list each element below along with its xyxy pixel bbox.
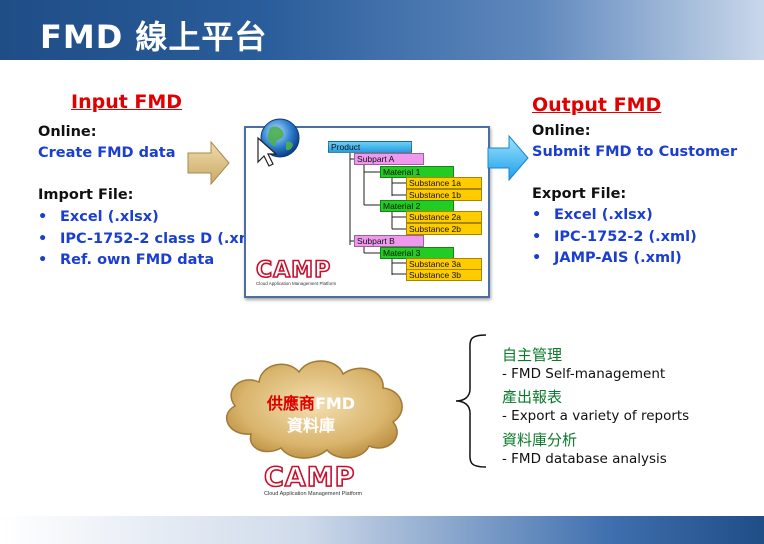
cloud-icon [225, 360, 403, 459]
tree-node-substance-2b: Substance 2b [406, 223, 482, 235]
tree-node-product: Product [328, 141, 412, 153]
arrow-right-icon [487, 134, 529, 182]
output-fmd-title: Output FMD [532, 94, 662, 116]
title-bar: FMD 線上平台 [0, 0, 764, 60]
list-item: •JAMP-AIS (.xml) [532, 250, 682, 266]
tree-node-substance-3b: Substance 3b [406, 269, 482, 281]
input-fmd-title: Input FMD [71, 91, 183, 113]
import-file-label: Import File: [38, 187, 134, 203]
list-item: •IPC-1752-2 class D (.xml) [38, 230, 266, 247]
export-file-label: Export File: [532, 186, 627, 202]
tree-node-subpart-a: Subpart A [354, 153, 424, 165]
feature-desc: - Export a variety of reports [502, 408, 690, 424]
supplier-fmd-database-label: 供應商FMD 資料庫 [266, 394, 356, 435]
feature-desc: - FMD Self-management [502, 366, 666, 382]
create-fmd-data-link[interactable]: Create FMD data [38, 145, 176, 161]
globe-cursor-icon [257, 118, 300, 167]
output-online-label: Online: [532, 123, 591, 139]
list-item: •Excel (.xlsx) [38, 209, 159, 225]
list-item: •Ref. own FMD data [38, 252, 215, 268]
input-online-label: Online: [38, 124, 97, 140]
camp-logo: CAMP Cloud Application Management Platfo… [255, 257, 337, 286]
page-title: FMD 線上平台 [40, 18, 268, 56]
tree-node-substance-2a: Substance 2a [406, 211, 482, 223]
list-item: •Excel (.xlsx) [532, 207, 653, 223]
tree-node-substance-1a: Substance 1a [406, 177, 482, 189]
arrow-right-icon [187, 140, 230, 186]
brace-icon [455, 334, 487, 468]
camp-logo-bottom: CAMP Cloud Application Management Platfo… [263, 461, 363, 497]
feature-title: 產出報表 [502, 388, 563, 406]
tree-node-subpart-b: Subpart B [354, 235, 424, 247]
footer-bar [0, 516, 764, 544]
feature-title: 資料庫分析 [502, 431, 578, 449]
export-file-list: •Excel (.xlsx) •IPC-1752-2 (.xml) •JAMP-… [532, 207, 697, 272]
import-file-list: •Excel (.xlsx) •IPC-1752-2 class D (.xml… [38, 209, 265, 274]
feature-desc: - FMD database analysis [502, 451, 667, 467]
list-item: •IPC-1752-2 (.xml) [532, 228, 697, 245]
fmd-tree-diagram: Product Subpart A Material 1 Substance 1… [244, 118, 490, 298]
submit-fmd-link[interactable]: Submit FMD to Customer [532, 144, 738, 160]
feature-title: 自主管理 [502, 346, 563, 364]
